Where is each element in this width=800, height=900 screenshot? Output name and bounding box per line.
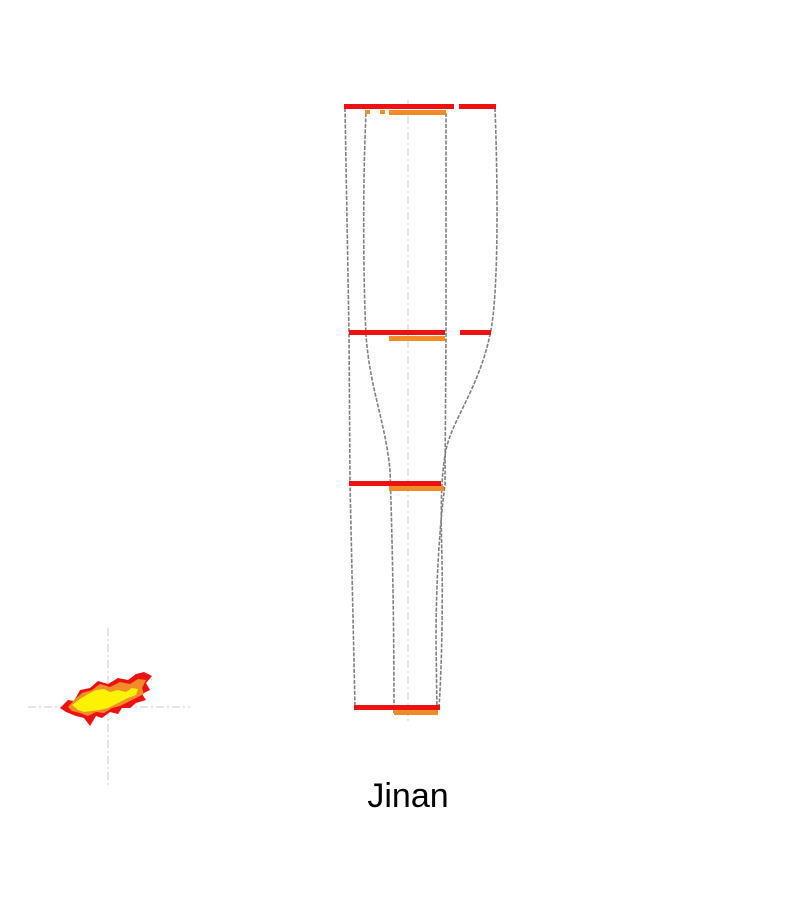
inner-outline-right <box>435 113 447 714</box>
level-4-bars <box>354 705 440 715</box>
level-2-bars <box>349 330 491 341</box>
level-1-red-bar <box>344 104 454 109</box>
city-name-label: Jinan <box>367 777 449 815</box>
urban-footprint-map <box>60 672 152 726</box>
outer-outline-left <box>344 107 356 708</box>
level-2-orange-bar <box>389 336 445 341</box>
level-4-red-bar <box>354 705 440 710</box>
level-2-red-bar <box>349 330 445 335</box>
inner-outline-left <box>362 112 395 714</box>
level-3-red-bar <box>349 481 441 486</box>
level-1-orange-tick-2 <box>380 110 385 114</box>
outer-outline-right <box>438 107 498 708</box>
level-1-orange-tick <box>365 110 370 114</box>
level-4-orange-bar <box>394 710 438 715</box>
footprint-yellow-core <box>84 694 114 708</box>
level-1-bars <box>344 104 496 115</box>
level-1-orange-bar <box>389 110 446 115</box>
level-1-red-bar-2 <box>459 104 496 109</box>
level-3-bars <box>349 481 444 491</box>
level-3-orange-bar <box>389 486 444 491</box>
level-2-red-bar-2 <box>460 330 491 335</box>
